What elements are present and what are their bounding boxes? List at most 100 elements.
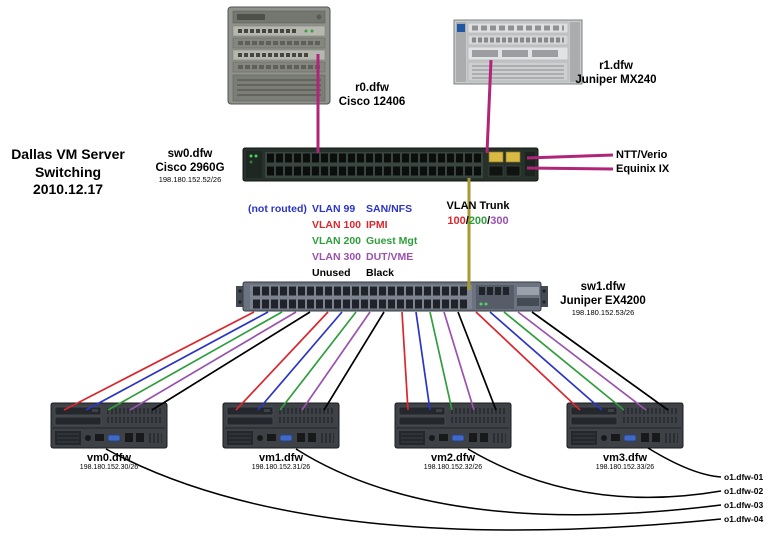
- cisco-2960g-switch-icon: [242, 147, 539, 182]
- vm3-label: vm3.dfw 198.180.152.33/26: [566, 452, 684, 471]
- vm0-device-image: [50, 402, 168, 455]
- server-chassis-icon: [50, 402, 168, 449]
- server-chassis-icon: [394, 402, 512, 449]
- vm3-name: vm3.dfw: [602, 452, 647, 464]
- link-sw1-vm3-unused: [531, 311, 669, 411]
- vm2-ip: 198.180.152.32/26: [423, 464, 483, 471]
- vlan-trunk-vlans: 100/200/300: [438, 214, 518, 229]
- vm1-device-image: [222, 402, 340, 455]
- o1dfw02-label: o1.dfw-02: [724, 486, 764, 496]
- juniper-mx240-chassis-icon: [453, 19, 583, 85]
- r1-model: Juniper MX240: [575, 74, 657, 87]
- link-sw1-vm3-vlan200: [503, 311, 625, 411]
- link-sw1-vm1-unused: [323, 311, 385, 411]
- server-chassis-icon: [222, 402, 340, 449]
- link-sw1-vm3-vlan300: [517, 311, 647, 411]
- r1-label: r1.dfw Juniper MX240: [556, 59, 676, 87]
- sw0-model: Cisco 2960G: [155, 162, 225, 175]
- diagram-title-line2: Switching: [34, 163, 102, 180]
- link-sw1-vm1-vlan300: [301, 311, 371, 411]
- link-sw1-vm3-vlan100: [475, 311, 581, 411]
- vm2-device-image: [394, 402, 512, 455]
- o1dfw04-label: o1.dfw-04: [724, 514, 764, 524]
- diagram-title-line3: 2010.12.17: [32, 181, 104, 197]
- trunk-slash-2: /: [487, 214, 491, 227]
- vlan-trunk-title: VLAN Trunk: [446, 200, 510, 212]
- legend-row-vlan300: VLAN 300 DUT/VME: [248, 251, 417, 267]
- unused-links: [151, 311, 669, 411]
- vlan-legend: (not routed) VLAN 99 SAN/NFS VLAN 100 IP…: [248, 203, 417, 283]
- r0-label: r0.dfw Cisco 12406: [322, 81, 422, 109]
- vm1-ip: 198.180.152.31/26: [251, 464, 311, 471]
- vm2-label: vm2.dfw 198.180.152.32/26: [394, 452, 512, 471]
- link-sw1-vm1-vlan100: [235, 311, 329, 411]
- r0-device-image: [224, 6, 334, 111]
- link-sw1-vm2-unused: [457, 311, 497, 411]
- diagram-title: Dallas VM Server Switching 2010.12.17: [0, 146, 136, 199]
- vm1-name: vm1.dfw: [258, 452, 303, 464]
- equinix-ix-label: Equinix IX: [616, 163, 670, 175]
- trunk-vlan-200: 200: [468, 214, 488, 227]
- diagram-title-line1: Dallas VM Server: [11, 146, 125, 162]
- trunk-slash-1: /: [465, 214, 469, 227]
- sw1-model: Juniper EX4200: [560, 295, 646, 308]
- legend-vlan300-purpose: DUT/VME: [366, 251, 414, 263]
- link-sw1-vm0-vlan100: [63, 311, 255, 411]
- link-sw1-vm2-vlan200: [429, 311, 453, 411]
- legend-unused-purpose: Black: [366, 267, 395, 279]
- vlan100-ipmi-links: [63, 311, 581, 411]
- link-sw1-vm0-vlan300: [129, 311, 297, 411]
- legend-vlan200: VLAN 200: [312, 235, 362, 247]
- server-chassis-icon: [566, 402, 684, 449]
- legend-vlan100: VLAN 100: [312, 219, 362, 231]
- vlan200-guestmgt-links: [107, 311, 625, 411]
- legend-not-routed: (not routed): [248, 203, 307, 215]
- legend-row-vlan99: (not routed) VLAN 99 SAN/NFS: [248, 203, 417, 219]
- vlan-trunk-label: VLAN Trunk 100/200/300: [438, 199, 518, 229]
- trunk-vlan-300: 300: [490, 214, 509, 227]
- cisco-12406-chassis-icon: [227, 6, 331, 105]
- legend-vlan200-purpose: Guest Mgt: [366, 235, 418, 247]
- legend-vlan99-purpose: SAN/NFS: [366, 203, 413, 215]
- sw0-label: sw0.dfw Cisco 2960G 198.180.152.52/26: [140, 147, 240, 184]
- sw1-ip: 198.180.152.53/26: [571, 308, 635, 318]
- ntt-verio-label: NTT/Verio: [616, 149, 668, 161]
- vm0-label: vm0.dfw 198.180.152.30/26: [50, 452, 168, 471]
- vm0-ip: 198.180.152.30/26: [79, 464, 139, 471]
- vm2-name: vm2.dfw: [430, 452, 475, 464]
- r1-device-image: [452, 19, 584, 92]
- legend-vlan99: VLAN 99: [312, 203, 356, 215]
- r0-name: r0.dfw: [355, 82, 389, 94]
- link-sw1-vm1-vlan99: [257, 311, 343, 411]
- vlan99-san-links: [85, 311, 603, 411]
- link-sw1-vm0-unused: [151, 311, 311, 411]
- r1-name: r1.dfw: [599, 60, 633, 72]
- trunk-vlan-100: 100: [447, 214, 466, 227]
- sw0-ip: 198.180.152.52/26: [158, 175, 222, 185]
- vm0-name: vm0.dfw: [86, 452, 131, 464]
- sw0-name: sw0.dfw: [167, 148, 213, 160]
- link-sw1-vm3-vlan99: [489, 311, 603, 411]
- link-sw1-vm2-vlan300: [443, 311, 475, 411]
- r0-model: Cisco 12406: [338, 96, 406, 109]
- sw1-name: sw1.dfw: [580, 281, 626, 293]
- legend-vlan300: VLAN 300: [312, 251, 362, 263]
- sw0-device-image: [242, 146, 540, 189]
- sw1-device-image: [236, 280, 548, 319]
- o1dfw03-label: o1.dfw-03: [724, 500, 764, 510]
- link-sw1-vm1-vlan200: [279, 311, 357, 411]
- link-sw1-vm0-vlan99: [85, 311, 269, 411]
- juniper-ex4200-switch-icon: [236, 281, 548, 312]
- vm3-ip: 198.180.152.33/26: [595, 464, 655, 471]
- vm3-device-image: [566, 402, 684, 455]
- link-sw1-vm2-vlan99: [415, 311, 431, 411]
- legend-unused: Unused: [312, 267, 351, 279]
- legend-row-unused: Unused Black: [248, 267, 417, 283]
- legend-vlan100-purpose: IPMI: [366, 219, 388, 231]
- vlan300-dutvme-links: [129, 311, 647, 411]
- vm1-label: vm1.dfw 198.180.152.31/26: [222, 452, 340, 471]
- legend-row-vlan100: VLAN 100 IPMI: [248, 219, 417, 235]
- link-sw1-vm0-vlan200: [107, 311, 283, 411]
- legend-row-vlan200: VLAN 200 Guest Mgt: [248, 235, 417, 251]
